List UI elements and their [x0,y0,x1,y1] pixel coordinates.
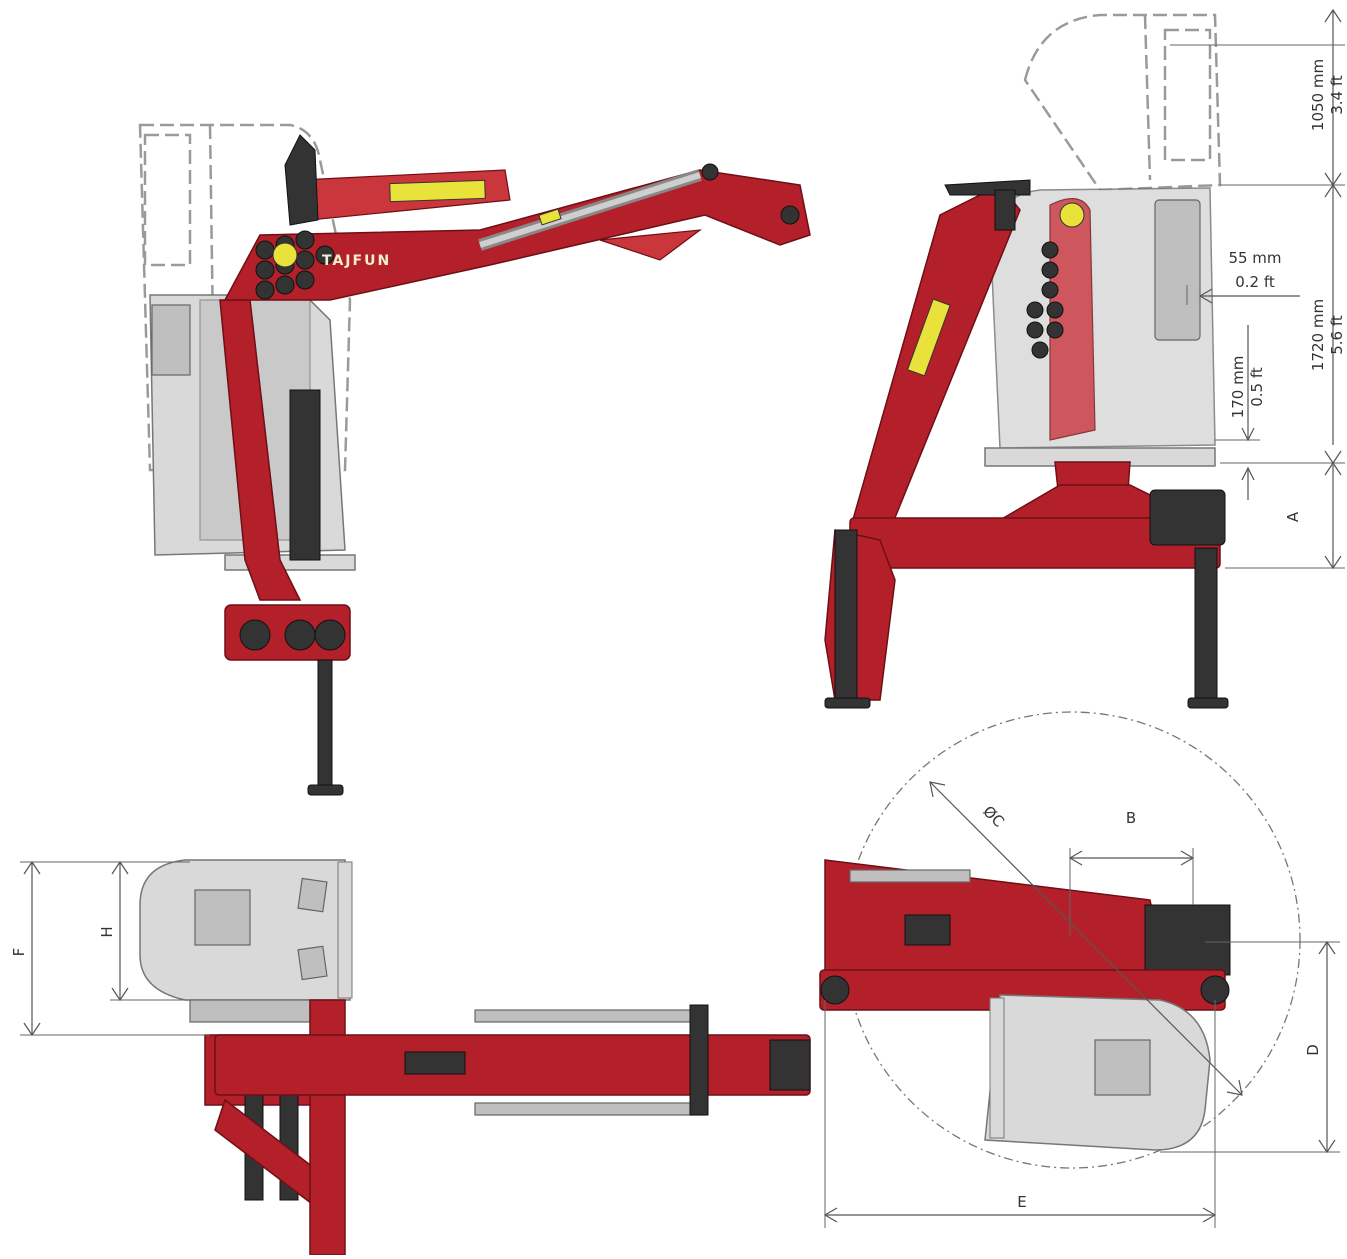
dim-f-label: F [10,948,28,957]
front-legs [824,529,1229,709]
dim-h [110,860,190,1002]
dim-e-label: E [1017,1193,1026,1211]
front-logo-pattern [1026,202,1085,359]
hydraulic-cylinders [478,169,702,251]
dim-side-offset: 55 mm 0.2 ft [1186,249,1300,305]
dim-step-text: 170 mm 0.5 ft [1229,356,1266,419]
dim-a: A [1284,511,1302,522]
dim-f-text: F [10,948,28,957]
dim-d [1160,940,1340,1154]
dim-side-offset-ft: 0.2 ft [1235,273,1275,291]
dim-b: B [1068,809,1195,935]
dim-h-text: H [98,926,116,937]
dim-d-label: D [1304,1044,1322,1056]
front-logo-icon [1059,202,1085,228]
dim-step-mm: 170 mm [1229,356,1247,419]
dim-a-label: A [1284,511,1302,522]
rotated-cab [984,994,1211,1151]
front-boom [849,184,1096,531]
seat-back [284,134,319,226]
rotated-cab-grille [989,997,1005,1139]
dim-h-label: H [98,926,116,937]
front-raised-cab-outline [1023,13,1222,192]
front-view [824,13,1229,709]
logo-pattern [255,230,335,300]
top-cab-grille [337,861,353,999]
dim-cab-height-mm: 1720 mm [1309,299,1327,371]
boom-logo-text: TAJFUN [322,253,391,269]
front-seat [944,179,1031,231]
top-view [139,859,811,1256]
front-cab-body [984,187,1216,467]
front-base-beam [824,489,1226,701]
side-view: TAJFUN [138,123,811,796]
dim-e: E [823,1000,1217,1228]
top-cab [139,859,353,1001]
rotator-base [224,604,351,661]
logo-icon [272,242,298,268]
dim-b-label: B [1126,809,1136,827]
dim-c-label: ØC [979,802,1007,830]
dim-cab-height-ft: 5.6 ft [1328,315,1346,355]
dim-step-ft: 0.5 ft [1248,367,1266,407]
outrigger-leg [307,659,344,796]
slewing-circle [843,711,1301,1169]
rotated-grille-block [1144,904,1231,976]
top-boom [214,1004,811,1116]
dim-d-text: D [1304,1044,1322,1056]
dim-cab-top-mm: 1050 mm [1309,59,1327,131]
right-dimension-line [1170,8,1345,570]
dim-f [20,860,210,1037]
dim-step [1215,325,1260,500]
dim-side-offset-mm: 55 mm [1228,249,1281,267]
crane-column [219,299,321,601]
rotated-top-view [819,711,1301,1169]
dim-cab-height: 1720 mm 5.6 ft [1309,299,1346,371]
dim-cab-top-ft: 3.4 ft [1328,75,1346,115]
rotated-boom-body [819,859,1231,1011]
dim-cab-top: 1050 mm 3.4 ft [1309,59,1346,131]
